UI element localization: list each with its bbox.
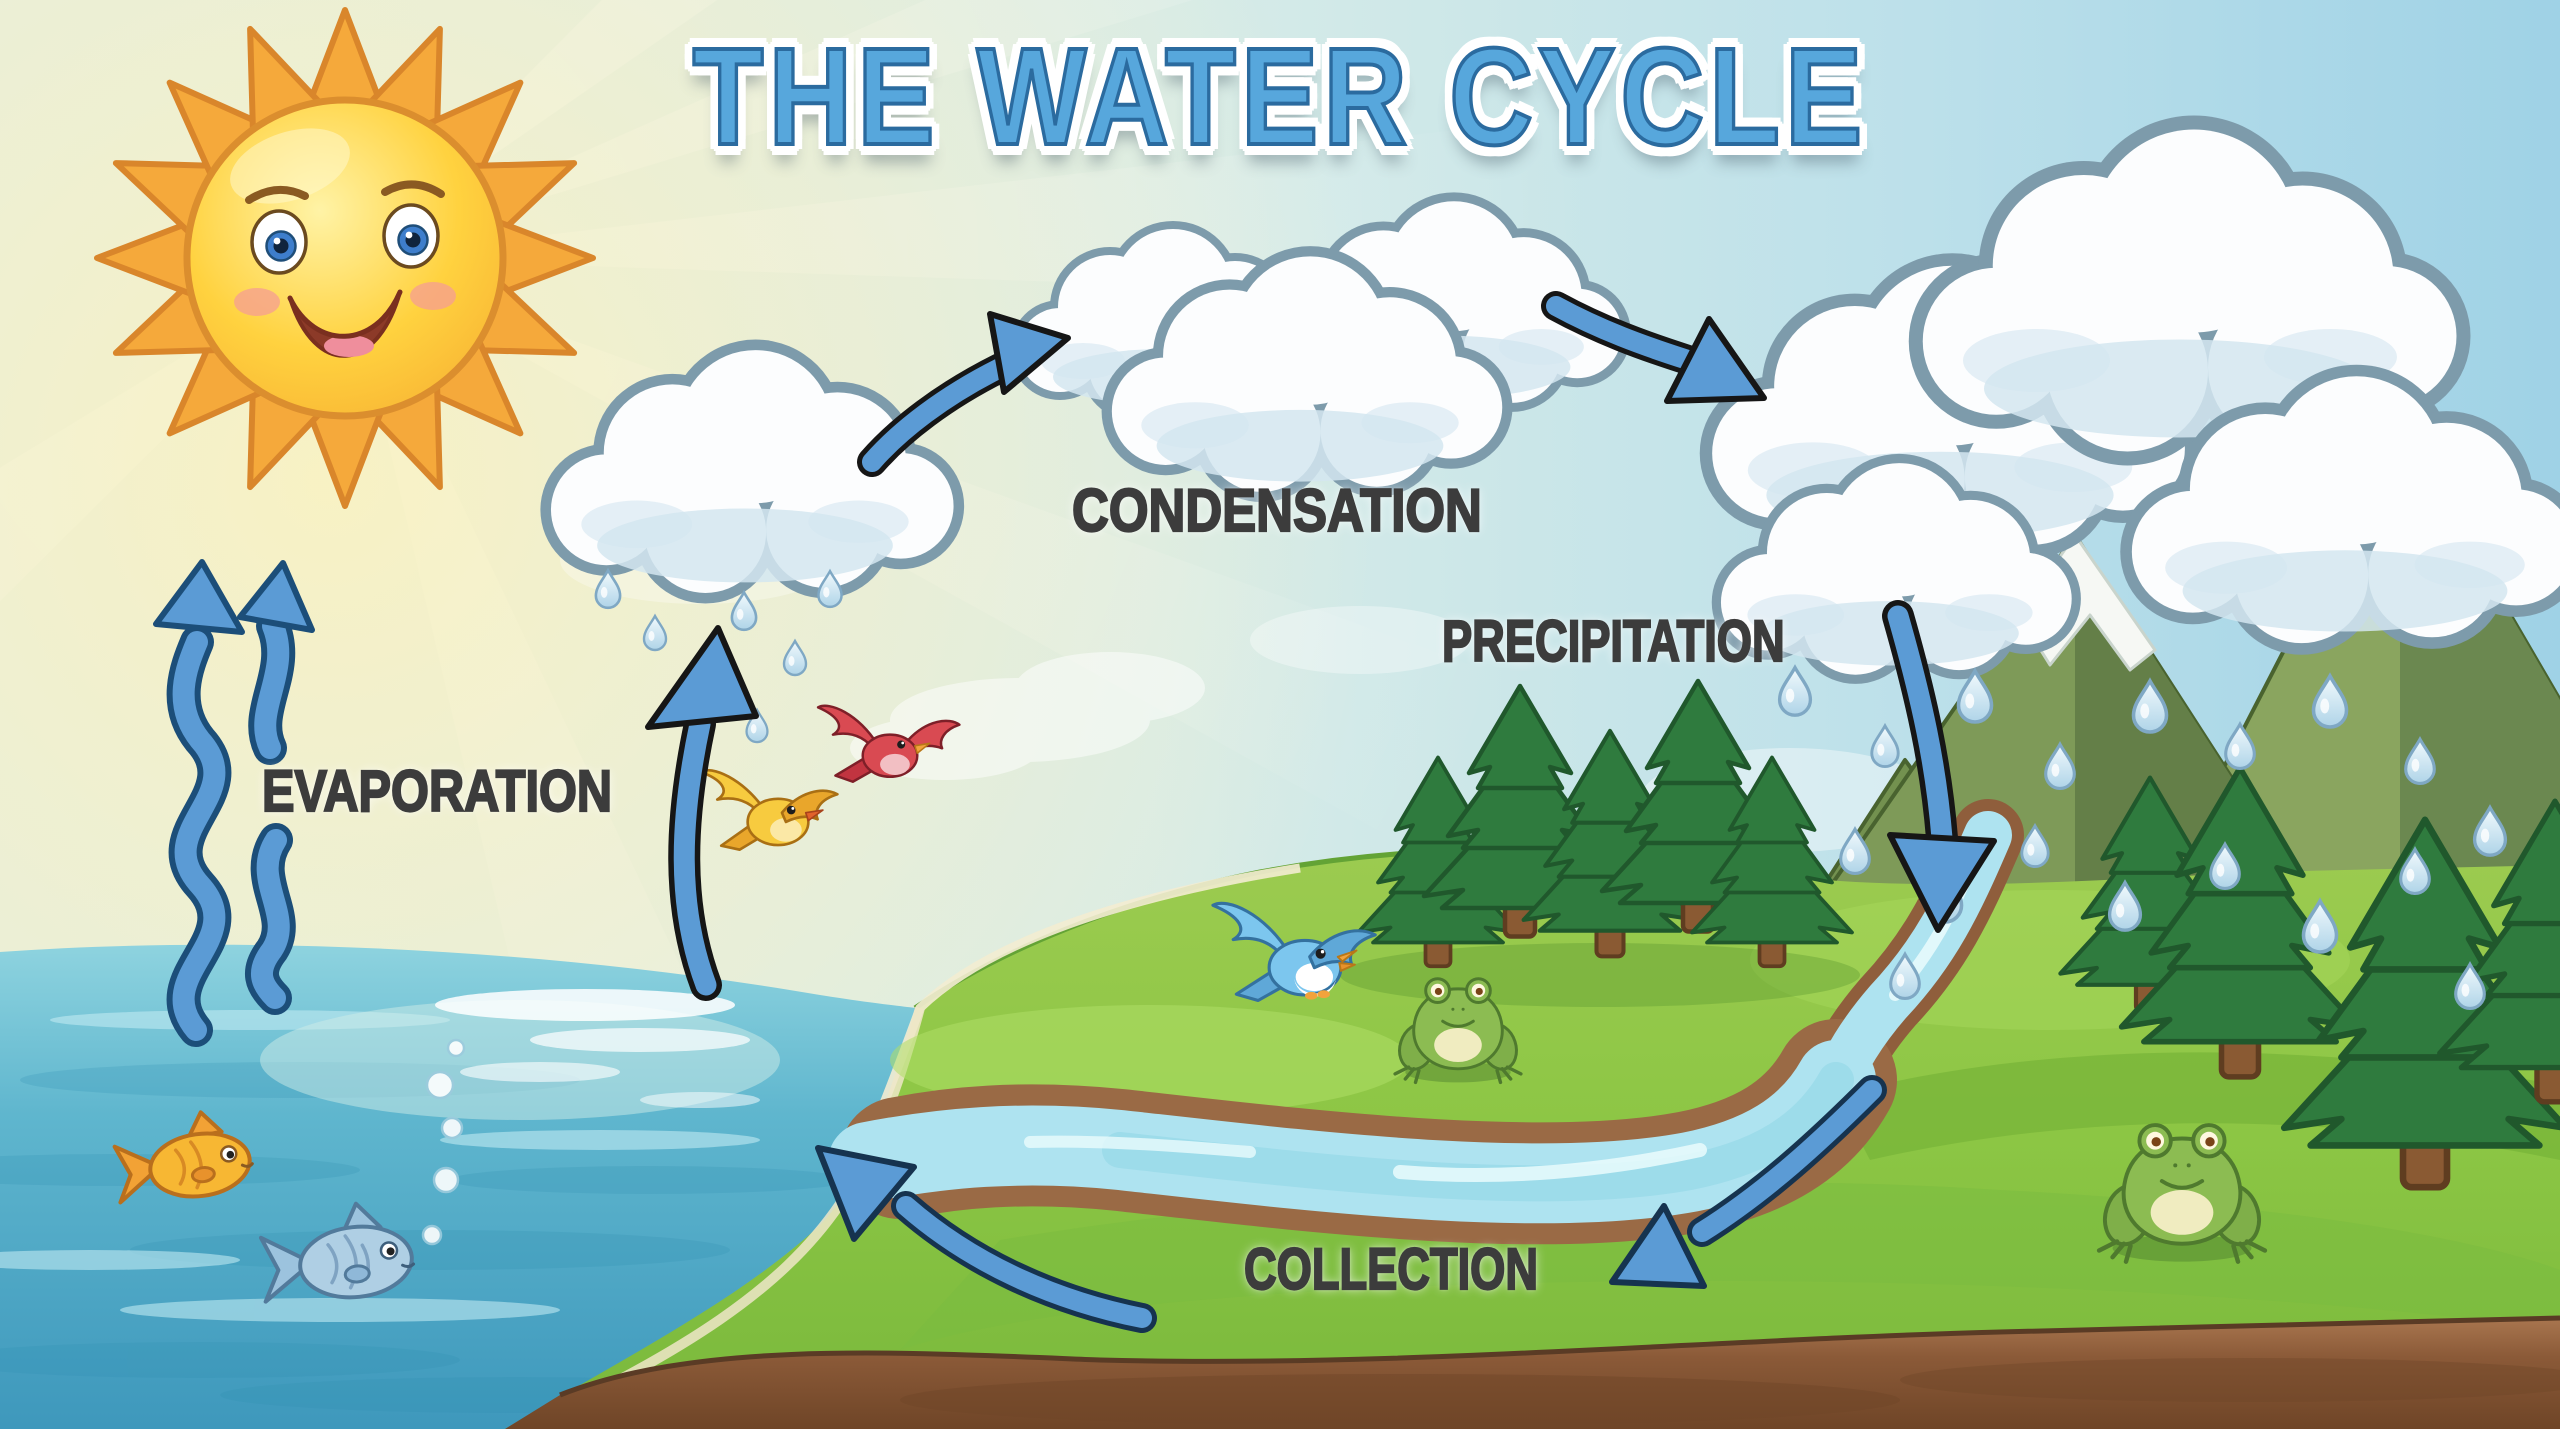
frog-icon [1393, 977, 1523, 1085]
sun-icon [97, 10, 593, 506]
collection-to-ocean-arrow-icon [815, 1145, 1157, 1333]
label-evaporation: EVAPORATION [261, 758, 613, 825]
yellow-bird-icon [698, 768, 839, 852]
diagram-title: THE WATER CYCLE [691, 18, 1868, 176]
frog-icon [2096, 1123, 2268, 1264]
label-collection: COLLECTION [1243, 1236, 1539, 1303]
condensation-to-raincloud-arrow-icon [1541, 291, 1767, 404]
red-bird-icon [816, 704, 961, 784]
bubbles-icon [421, 1038, 466, 1246]
evaporation-arrow-icon [153, 559, 315, 1047]
river-to-collection-arrow-icon [1609, 1075, 1887, 1289]
label-precipitation: PRECIPITATION [1441, 608, 1785, 675]
ocean-to-cloud-arrow-icon [645, 625, 759, 1001]
sun-reflection [260, 989, 780, 1120]
cloud-to-condensation-arrow-icon [857, 311, 1071, 477]
bluebird-icon [1211, 901, 1377, 1002]
label-condensation: CONDENSATION [1071, 476, 1483, 545]
orange-fish-icon [112, 1110, 254, 1205]
soil-strip [505, 1315, 2560, 1429]
sun-face [234, 180, 456, 358]
blue-fish-icon [258, 1201, 416, 1304]
precipitation-arrow-icon [1882, 600, 1997, 933]
